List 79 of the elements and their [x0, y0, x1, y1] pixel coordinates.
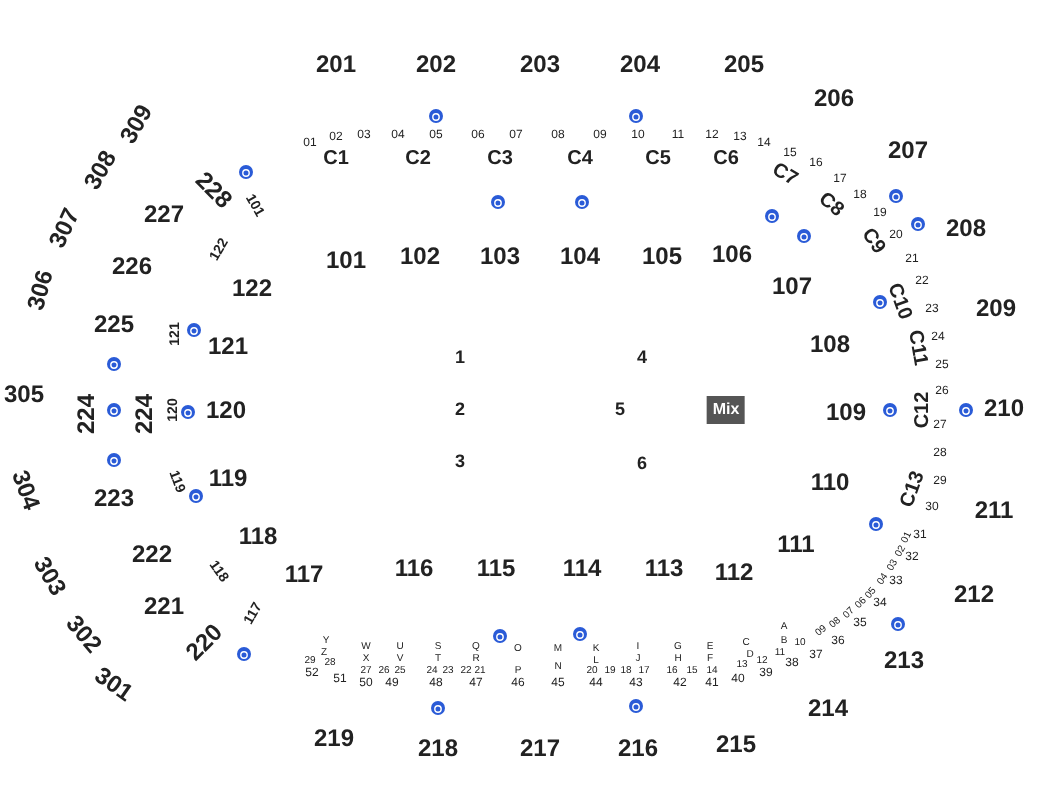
section-number: 303 [29, 552, 71, 600]
courtside-label: C3 [487, 150, 513, 170]
section-number: 204 [619, 52, 661, 76]
section-number: 201 [315, 52, 357, 76]
floor-section-number: 3 [455, 453, 465, 471]
section-number: 208 [945, 216, 987, 240]
section-number: 121 [207, 334, 249, 358]
section-number: 224 [74, 393, 98, 435]
section-number: 103 [479, 244, 521, 268]
section-number: 301 [90, 662, 138, 706]
section-number: 226 [111, 254, 153, 278]
section-number: 220 [181, 619, 227, 665]
section-number: 113 [644, 556, 684, 580]
section-number: 112 [714, 560, 754, 584]
section-number: 114 [562, 556, 602, 580]
section-number: 107 [771, 274, 813, 298]
section-number: 218 [417, 736, 459, 760]
section-number: 217 [519, 736, 561, 760]
floor-section-number: 2 [455, 401, 465, 419]
section-number: 215 [715, 732, 757, 756]
section-number: 102 [399, 244, 441, 268]
section-number: 108 [809, 332, 851, 356]
courtside-label: C9 [856, 225, 888, 259]
courtside-label: C10 [882, 281, 914, 323]
section-number: 203 [519, 52, 561, 76]
section-number: 213 [883, 648, 925, 672]
area-box: Mix [706, 396, 746, 424]
floor-section-number: 4 [637, 349, 647, 367]
courtside-label: C6 [713, 150, 739, 170]
section-number: 214 [807, 696, 849, 720]
section-number: 207 [887, 138, 929, 162]
courtside-label: C12 [914, 391, 934, 429]
section-number: 115 [476, 556, 516, 580]
section-number: 202 [415, 52, 457, 76]
section-number: 120 [205, 398, 247, 422]
section-number: 308 [79, 146, 121, 194]
section-number: 228 [191, 167, 237, 213]
section-number: 219 [313, 726, 355, 750]
courtside-label: C5 [645, 150, 671, 170]
section-number: 309 [115, 100, 157, 148]
courtside-label: C1 [323, 150, 349, 170]
floor-section-number: 5 [615, 401, 625, 419]
section-number: 306 [23, 267, 57, 313]
section-number: 122 [231, 276, 273, 300]
section-number: 117 [284, 562, 324, 586]
section-number: 209 [975, 296, 1017, 320]
courtside-label: C8 [813, 190, 847, 222]
courtside-label: C2 [405, 150, 431, 170]
section-number: 101 [325, 248, 367, 272]
section-number: 104 [559, 244, 601, 268]
section-number: 211 [974, 498, 1014, 522]
section-number: 105 [641, 244, 683, 268]
section-number: 119 [208, 466, 248, 490]
courtside-label: C4 [567, 150, 593, 170]
section-number: 305 [3, 382, 45, 406]
floor-section-number: 6 [637, 455, 647, 473]
section-number: 212 [953, 582, 995, 606]
section-number: 110 [810, 470, 850, 494]
floor-section-number: 1 [455, 349, 465, 367]
section-number: 111 [777, 532, 815, 556]
section-number: 210 [983, 396, 1025, 420]
section-number: 118 [238, 524, 278, 548]
section-number: 205 [723, 52, 765, 76]
section-number: 116 [394, 556, 434, 580]
section-number: 307 [44, 204, 84, 252]
section-number: 227 [143, 202, 185, 226]
courtside-label: C7 [767, 160, 801, 192]
section-number: 222 [131, 542, 173, 566]
section-number: 302 [61, 610, 107, 658]
section-number: 225 [93, 312, 135, 336]
section-number: 304 [7, 467, 45, 513]
section-number: 206 [813, 86, 855, 110]
section-number: 109 [825, 400, 867, 424]
section-number: 106 [711, 242, 753, 266]
section-number: 221 [143, 594, 185, 618]
section-number: 216 [617, 736, 659, 760]
section-number: 223 [93, 486, 135, 510]
courtside-label: C11 [903, 328, 929, 368]
section-number: 224 [132, 393, 156, 435]
